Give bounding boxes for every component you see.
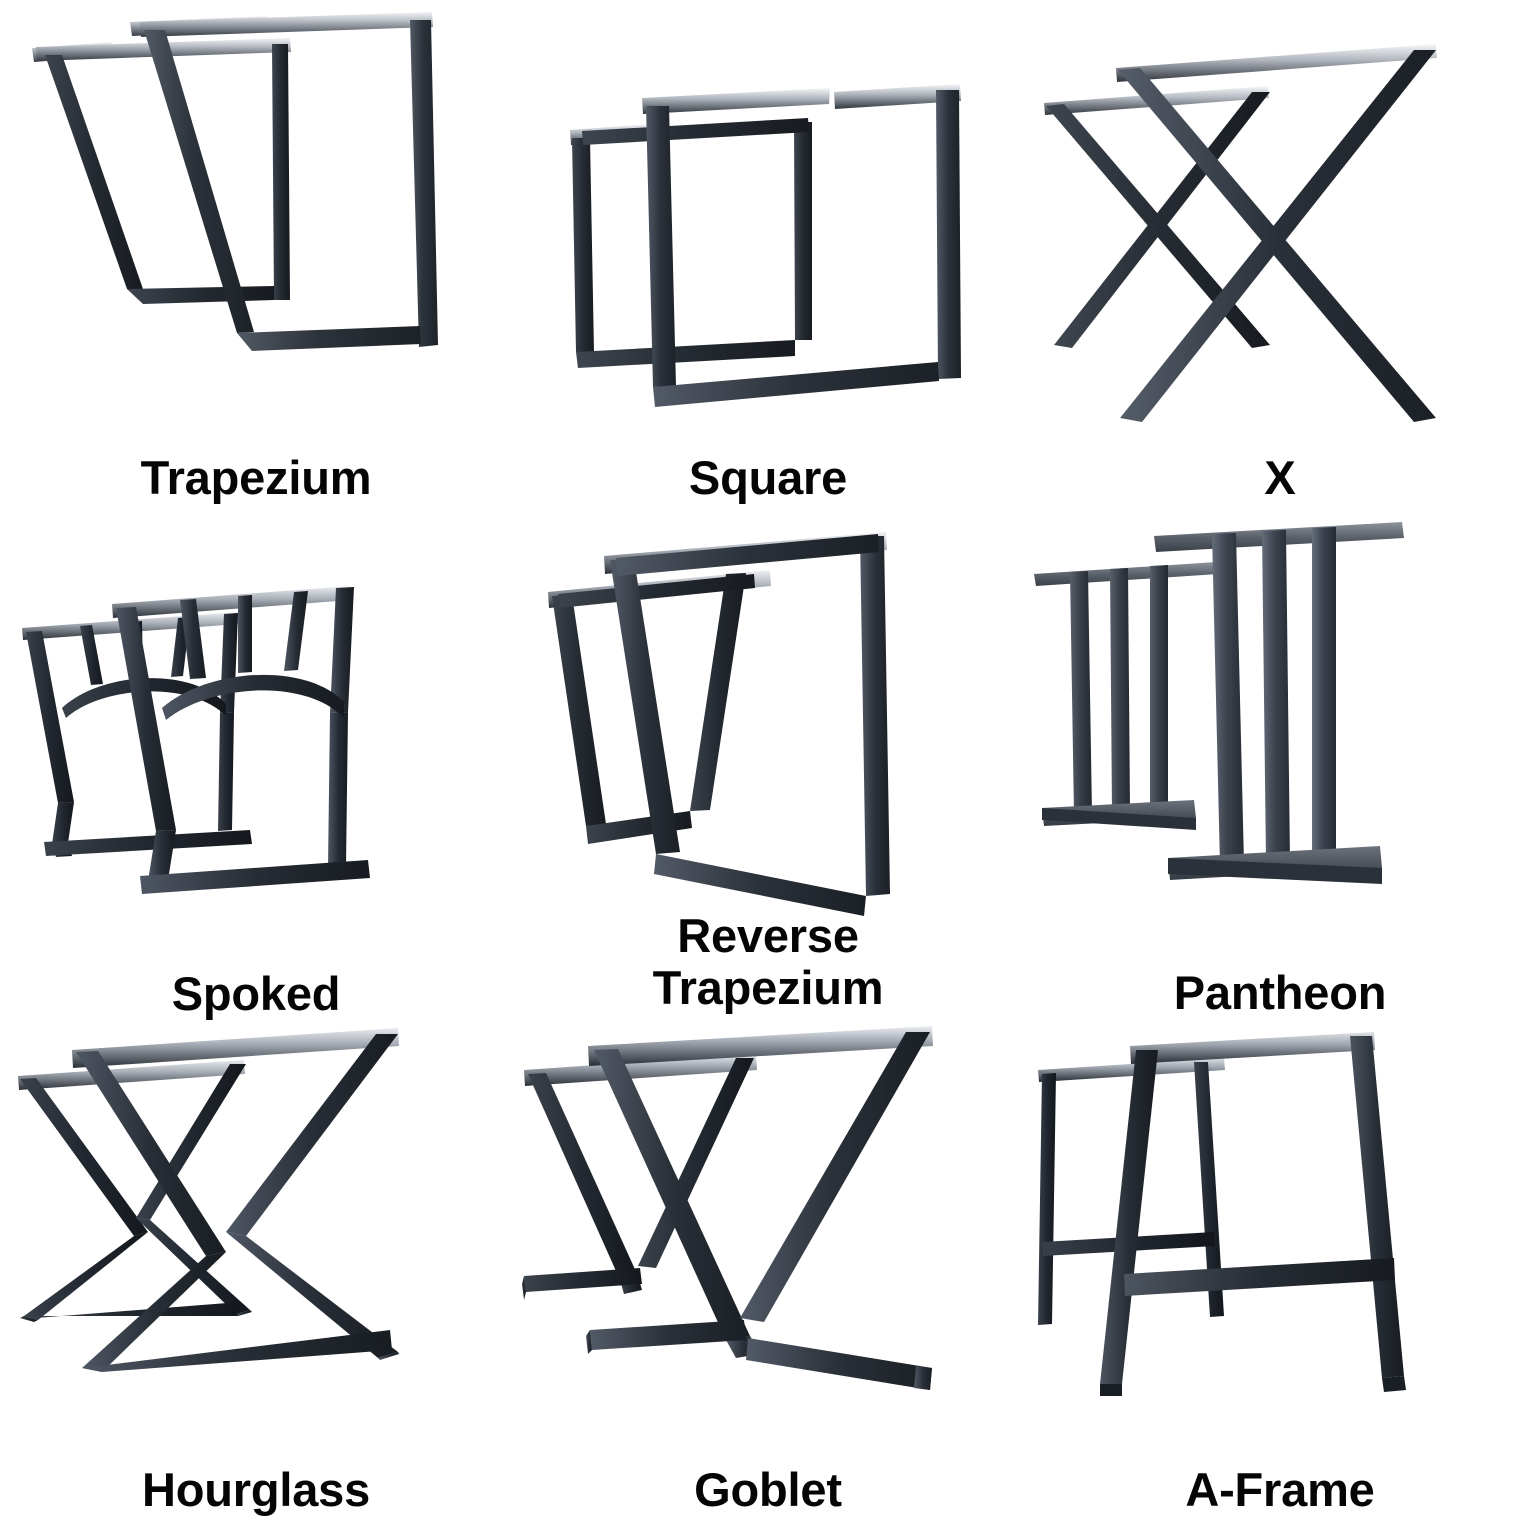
table-leg-reverse-trapezium-icon [548,532,890,916]
leg-style-label: Square [688,451,848,504]
front-leg-x [1116,44,1437,422]
front-pantheon-frame [1154,522,1404,884]
table-leg-trapezium-icon [32,12,438,351]
leg-style-card-square[interactable]: Square [512,0,1024,512]
table-leg-hourglass-icon [18,1028,399,1372]
back-leg-frame [548,570,771,844]
leg-style-label: Trapezium [140,451,372,504]
leg-style-label: A-Frame [1185,1463,1375,1516]
leg-style-card-spoked[interactable]: Spoked [0,512,512,1024]
back-pantheon-frame [1034,562,1218,830]
front-leg-frame [130,12,438,351]
table-leg-spoked-icon [22,586,370,894]
leg-style-label: Hourglass [141,1463,371,1516]
leg-style-card-a-frame[interactable]: A-Frame [1024,1024,1536,1536]
leg-style-card-hourglass[interactable]: Hourglass [0,1024,512,1536]
front-goblet-frame [586,1026,933,1390]
front-a-frame [1100,1032,1406,1396]
back-a-frame [1038,1058,1225,1325]
front-spoked-frame [112,586,370,894]
leg-style-label: X [1264,451,1296,504]
leg-style-card-x[interactable]: X [1024,0,1536,512]
back-hourglass-frame [18,1060,252,1322]
leg-style-card-pantheon[interactable]: Pantheon [1024,512,1536,1024]
table-leg-x-icon [1044,44,1437,422]
front-hourglass-frame [72,1028,399,1372]
table-leg-square-icon [570,84,961,407]
table-leg-pantheon-icon [1034,522,1404,884]
table-leg-goblet-icon [522,1026,933,1390]
back-leg-x [1044,86,1270,348]
back-goblet-frame [522,1054,757,1300]
leg-style-label: Spoked [171,967,341,1020]
leg-style-card-trapezium[interactable]: Trapezium [0,0,512,512]
leg-style-label: Reverse Trapezium [652,909,884,1014]
back-leg-frame [570,118,812,368]
leg-style-card-goblet[interactable]: Goblet [512,1024,1024,1536]
leg-style-label: Pantheon [1173,966,1387,1019]
leg-style-label: Goblet [694,1463,842,1516]
front-leg-frame [604,532,890,916]
front-leg-frame [642,84,961,407]
leg-style-card-reverse-trapezium[interactable]: Reverse Trapezium [512,512,1024,1024]
table-leg-a-frame-icon [1038,1032,1406,1396]
